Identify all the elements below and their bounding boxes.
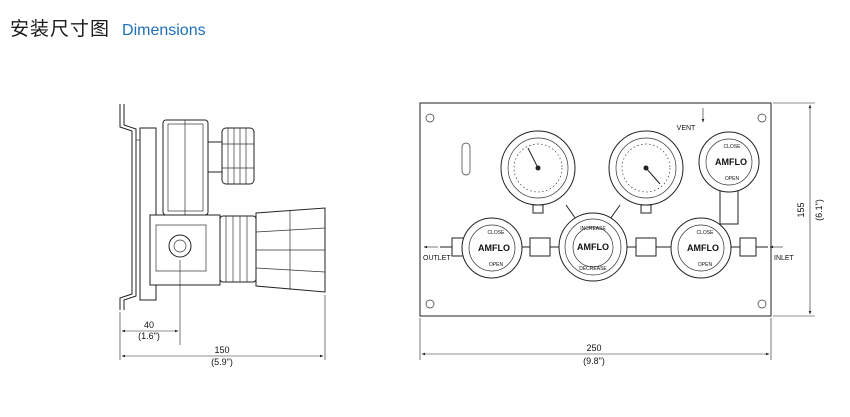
mount-hole-bottom-left (425, 299, 435, 309)
side-upper-knob (221, 127, 255, 185)
regulator-decrease: DECREASE (579, 266, 607, 272)
mount-hole-top-right (757, 113, 767, 123)
pipe-fitting-right (739, 237, 757, 257)
side-port-inner (173, 239, 187, 253)
mount-hole-bottom-right (757, 299, 767, 309)
page-title-english: Dimensions (122, 22, 206, 39)
inlet-label: INLET (774, 255, 795, 262)
mount-hole-top-left (425, 113, 435, 123)
gauge-left-stem (532, 204, 544, 214)
regulator-knob (558, 212, 628, 282)
h1 (255, 227, 326, 233)
side-bracket (119, 104, 133, 310)
inlet-valve-brand: AMFLO (687, 243, 719, 253)
vent-valve-inner (705, 138, 753, 186)
outlet-valve-open: OPEN (489, 262, 504, 268)
regulator-brand: AMFLO (577, 242, 609, 252)
gauge-left-face (507, 137, 569, 199)
pipe-fitting-mid-left (529, 237, 551, 257)
regulator-inner (564, 218, 622, 276)
inlet-valve-open: OPEN (698, 262, 713, 268)
side-valve-face (155, 224, 207, 272)
vent-valve-close: CLOSE (724, 144, 742, 150)
vent-valve-knob (698, 131, 760, 193)
pipe-fitting-mid-right (635, 237, 657, 257)
page-title-chinese: 安装尺寸图 (10, 18, 111, 40)
outlet-valve-inner (468, 224, 516, 272)
inlet-valve-close: CLOSE (697, 230, 715, 236)
side-gauge-inner (167, 123, 204, 212)
regulator-core (572, 226, 614, 268)
front-dim-height-mm: 155 (796, 202, 806, 217)
inlet-valve-inner (677, 224, 725, 272)
gauge-right-face (615, 137, 677, 199)
dim-offset-mm: 40 (144, 320, 154, 330)
gauge-right-stem (640, 204, 652, 214)
gauge-right-needle (645, 167, 661, 185)
dim-width-mm: 150 (214, 345, 229, 355)
dim-offset-in: (1.6") (138, 331, 160, 341)
front-dim-height-in: (6.1") (814, 199, 824, 221)
front-dim-width-in: (9.8") (583, 356, 605, 366)
front-dim-width-mm: 250 (586, 343, 601, 353)
side-port (168, 234, 192, 258)
outlet-label: OUTLET (423, 255, 451, 262)
gauge-left-needle (527, 147, 539, 169)
gauge-left-hub (535, 165, 541, 171)
vent-label: VENT (677, 125, 696, 132)
regulator-increase: INCREASE (580, 226, 606, 232)
inlet-valve-knob (670, 217, 732, 279)
vent-valve-brand: AMFLO (715, 157, 747, 167)
gauge-left-ticks (513, 143, 563, 193)
side-regulator-base (219, 215, 257, 283)
side-view: 40 (1.6") 150 (5.9") (119, 104, 326, 367)
vent-fitting (719, 189, 739, 225)
panel-slot (461, 142, 471, 176)
side-upper-stem (207, 141, 223, 173)
page-header: 安装尺寸图 Dimensions (10, 14, 206, 44)
dim-width-in: (5.9") (211, 357, 233, 367)
vent-valve-open: OPEN (725, 176, 740, 182)
side-gauge-body (162, 119, 209, 216)
side-bracket-inner (123, 104, 137, 310)
gauge-right-hub (643, 165, 649, 171)
outlet-valve-close: CLOSE (488, 230, 506, 236)
gauge-right-ticks (621, 143, 671, 193)
front-view: AMFLO CLOSE OPEN AMFLO CLOSE OPEN AMFLO … (419, 102, 824, 366)
outlet-valve-brand: AMFLO (478, 243, 510, 253)
h3 (255, 267, 326, 273)
outlet-valve-knob (461, 217, 523, 279)
